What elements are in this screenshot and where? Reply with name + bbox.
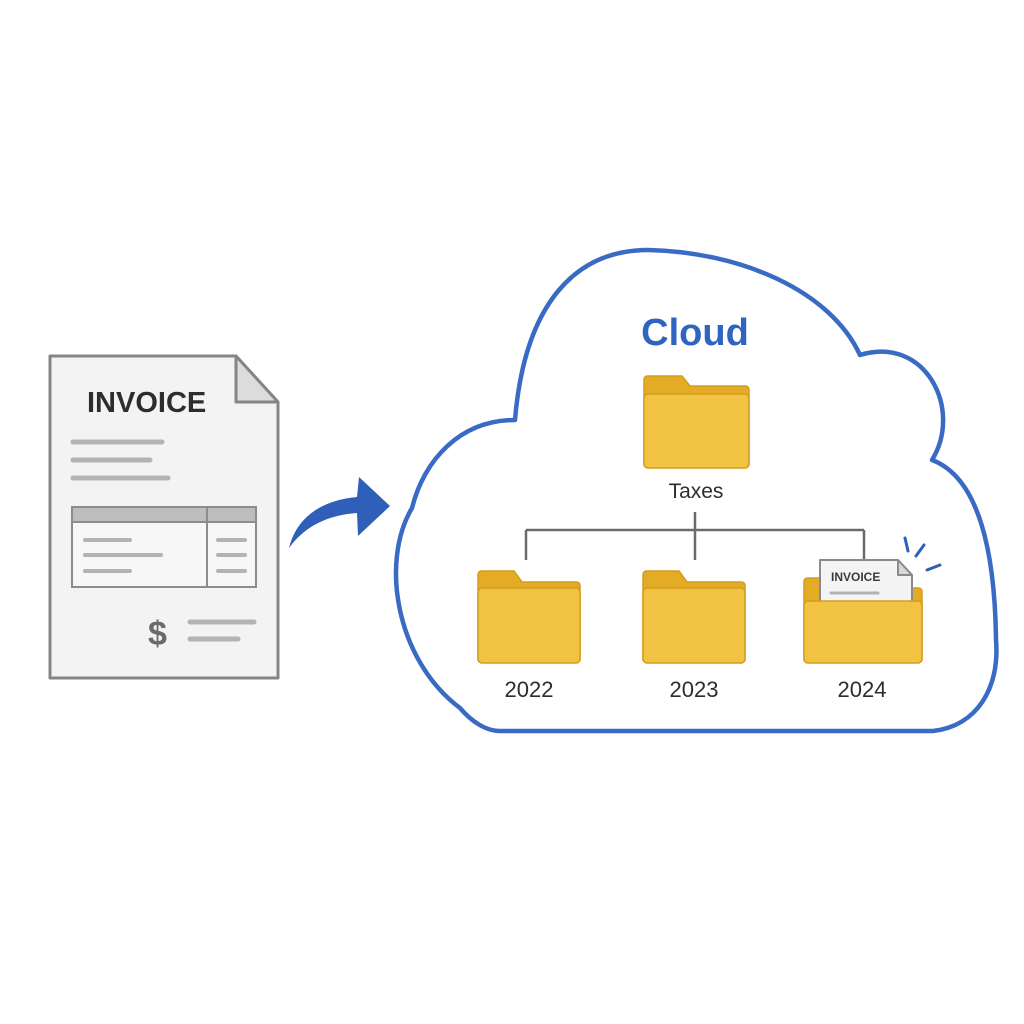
cloud-outline: [393, 247, 999, 734]
invoice-document: INVOICE $: [48, 354, 280, 680]
folder-front: [477, 587, 581, 664]
invoice-page-fold: [234, 354, 280, 404]
cloud-title: Cloud: [641, 312, 749, 354]
folder-tree-connectors: [524, 512, 866, 560]
folder-label-2022: 2022: [505, 677, 554, 702]
invoice-table: [71, 506, 257, 588]
folder-label-taxes: Taxes: [669, 480, 724, 503]
filed-invoice-title: INVOICE: [831, 570, 880, 584]
invoice-header-lines: [70, 439, 171, 481]
sparkle-icon: [903, 536, 942, 572]
invoice-title: INVOICE: [87, 387, 206, 419]
dollar-icon: $: [148, 615, 167, 653]
upload-arrow-icon: [289, 477, 390, 548]
folder-2023[interactable]: [642, 570, 746, 664]
folder-label-2024: 2024: [838, 677, 887, 702]
folder-front: [642, 587, 746, 664]
folder-2024[interactable]: INVOICE: [803, 536, 942, 664]
folder-2022[interactable]: [477, 570, 581, 664]
folder-label-2023: 2023: [670, 677, 719, 702]
folder-front: [803, 600, 923, 664]
folder-front: [643, 393, 750, 469]
filed-invoice-document: INVOICE: [819, 559, 913, 613]
invoice-total-lines: [187, 619, 257, 642]
folder-taxes[interactable]: [643, 375, 750, 469]
